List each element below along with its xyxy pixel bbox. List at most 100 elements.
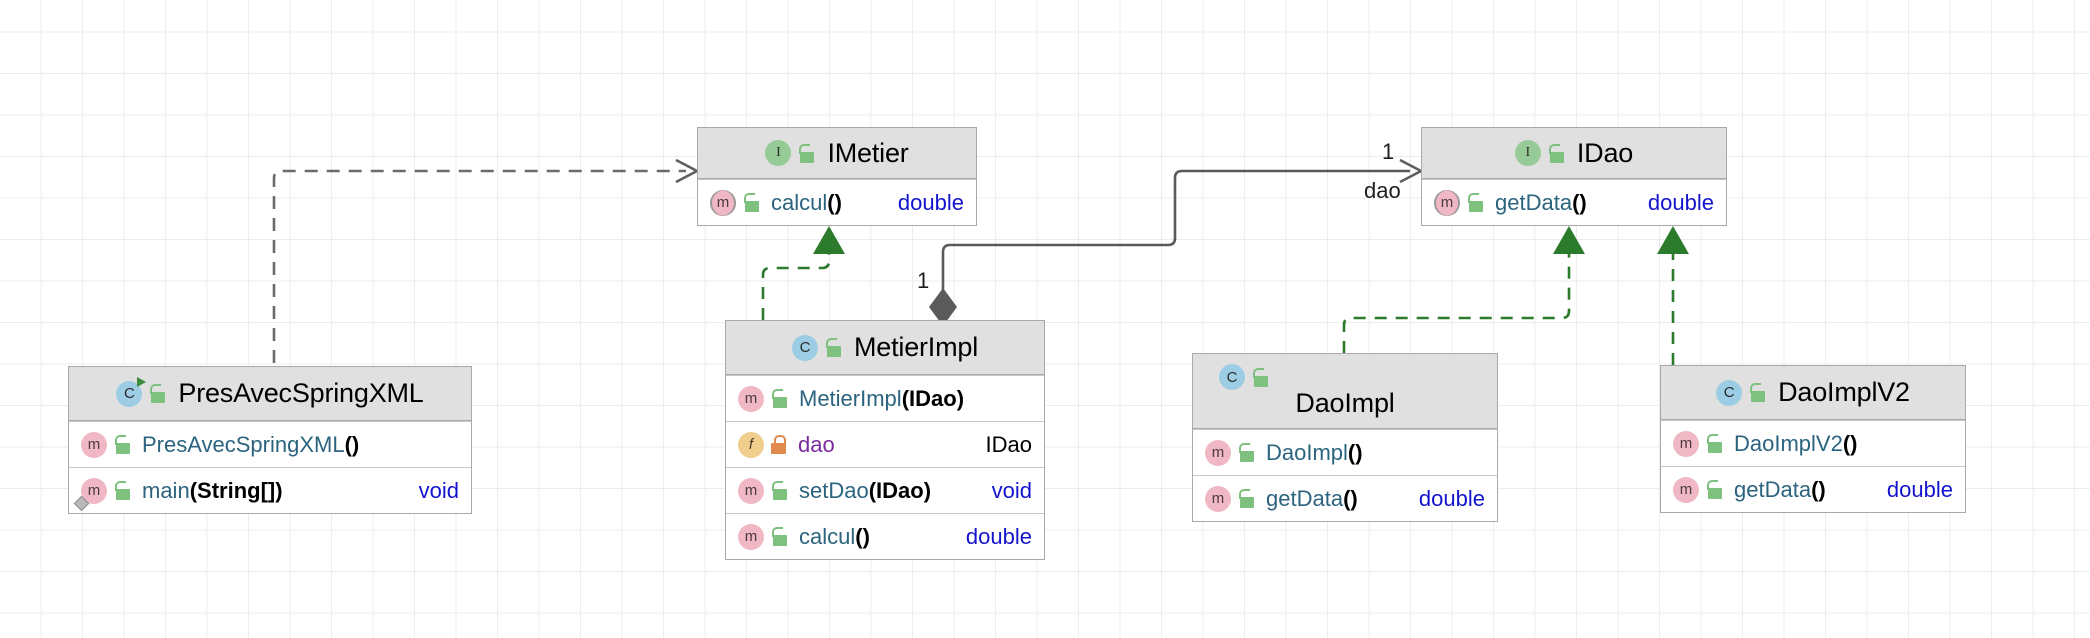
class-box-daoimpl[interactable]: C DaoImpl m DaoImpl() m getData() double — [1192, 353, 1498, 522]
member-return-type: double — [897, 189, 964, 215]
header-icons: C — [1716, 379, 1766, 406]
lock-open-icon — [1238, 443, 1255, 462]
member-name: setDao(IDao) — [799, 477, 932, 503]
lock-open-icon — [149, 384, 166, 403]
edge-realization-daoimplv2-idao — [1657, 226, 1689, 365]
lock-open-icon — [771, 389, 788, 408]
member-row[interactable]: m PresAvecSpringXML() — [69, 421, 471, 467]
class-title: DaoImplV2 — [1778, 377, 1910, 407]
lock-open-icon — [1706, 434, 1723, 453]
method-icon: m — [1673, 430, 1699, 457]
class-icon: C — [1716, 379, 1743, 406]
lock-open-icon — [114, 435, 131, 454]
edge-label-role-dao: dao — [1364, 178, 1401, 203]
method-icon: m — [1434, 189, 1460, 216]
member-icons: m — [1673, 430, 1723, 457]
member-icons: m — [738, 523, 788, 550]
lock-open-icon — [1749, 383, 1766, 402]
class-header-daoimplv2: C DaoImplV2 — [1661, 366, 1965, 420]
method-icon: m — [1673, 476, 1699, 503]
member-row[interactable]: m getData() double — [1661, 466, 1965, 512]
method-icon: m — [738, 385, 764, 412]
member-return-type: double — [1418, 485, 1485, 511]
lock-open-icon — [1252, 367, 1269, 387]
class-title: IMetier — [827, 137, 909, 168]
member-row[interactable]: m getData() double — [1422, 179, 1726, 225]
lock-open-icon — [743, 193, 760, 212]
class-header-metierimpl: C MetierImpl — [726, 321, 1044, 375]
class-box-idao[interactable]: I IDao m getData() double — [1421, 127, 1727, 226]
method-icon: m — [1205, 439, 1231, 466]
interface-icon: I — [1514, 140, 1541, 166]
lock-open-icon — [798, 143, 815, 163]
class-header-imetier: I IMetier — [698, 128, 976, 179]
member-icons: m — [1205, 485, 1255, 512]
member-icons: m — [1673, 476, 1723, 503]
header-icons: C — [791, 334, 842, 361]
member-name: PresAvecSpringXML() — [142, 431, 360, 457]
method-icon: m — [710, 189, 736, 216]
class-box-daoimplv2[interactable]: C DaoImplV2 m DaoImplV2() m getData() do… — [1660, 365, 1966, 513]
member-row[interactable]: m getData() double — [1193, 475, 1497, 521]
member-row[interactable]: m main(String[]) void — [69, 467, 471, 513]
member-name: dao — [798, 431, 835, 457]
member-icons: f — [738, 431, 787, 458]
member-return-type: IDao — [985, 431, 1032, 457]
member-icons: m — [81, 431, 131, 458]
method-icon: m — [81, 477, 107, 504]
member-icons: m — [738, 385, 788, 412]
member-icons: m — [1434, 189, 1484, 216]
member-icons: m — [710, 189, 760, 216]
class-box-metierimpl[interactable]: C MetierImpl m MetierImpl(IDao) f dao ID… — [725, 320, 1045, 560]
header-icons: I — [1514, 140, 1565, 166]
method-icon: m — [738, 523, 764, 550]
member-row[interactable]: m MetierImpl(IDao) — [726, 375, 1044, 421]
class-title: MetierImpl — [853, 332, 979, 362]
lock-open-icon — [114, 481, 131, 500]
header-icons: I — [765, 140, 815, 166]
header-icons: C — [1219, 364, 1269, 390]
member-icons: m — [81, 477, 131, 504]
edge-dependency-pres-imetier — [272, 158, 700, 385]
class-title: IDao — [1576, 137, 1634, 168]
class-icon: C — [116, 376, 147, 407]
member-name: getData() — [1734, 476, 1826, 502]
class-box-presavecspringxml[interactable]: C PresAvecSpringXML m PresAvecSpringXML(… — [68, 366, 472, 514]
member-name: calcul() — [799, 523, 870, 549]
method-icon: m — [81, 431, 107, 458]
member-row[interactable]: m DaoImpl() — [1193, 429, 1497, 475]
class-title: DaoImpl — [1295, 388, 1395, 418]
member-row[interactable]: f dao IDao — [726, 421, 1044, 467]
member-row[interactable]: m DaoImplV2() — [1661, 420, 1965, 466]
lock-open-icon — [825, 338, 842, 357]
member-name: DaoImplV2() — [1734, 430, 1858, 456]
class-header-daoimpl: C DaoImpl — [1193, 354, 1497, 429]
class-title: PresAvecSpringXML — [178, 378, 424, 408]
lock-open-icon — [1706, 480, 1723, 499]
member-name: DaoImpl() — [1266, 439, 1363, 465]
class-icon: C — [791, 334, 818, 361]
member-name: calcul() — [771, 189, 842, 215]
class-header-presavecspringxml: C PresAvecSpringXML — [69, 367, 471, 421]
edge-composition-metierimpl-idao — [929, 158, 1424, 326]
member-row[interactable]: m calcul() double — [698, 179, 976, 225]
member-return-type: double — [965, 523, 1032, 549]
edge-label-target-multiplicity: 1 — [1382, 139, 1395, 164]
member-icons: m — [738, 477, 788, 504]
method-icon: m — [1205, 485, 1231, 512]
edge-label-source-multiplicity: 1 — [917, 268, 930, 293]
class-box-imetier[interactable]: I IMetier m calcul() double — [697, 127, 977, 226]
member-return-type: double — [1647, 189, 1714, 215]
lock-open-icon — [1467, 193, 1484, 212]
header-icons: C — [116, 376, 166, 407]
member-name: main(String[]) — [142, 477, 283, 503]
member-row[interactable]: m setDao(IDao) void — [726, 467, 1044, 513]
member-name: MetierImpl(IDao) — [799, 385, 965, 411]
member-name: getData() — [1266, 485, 1358, 511]
edge-realization-metierimpl-imetier — [761, 226, 845, 320]
interface-icon: I — [765, 140, 792, 166]
field-icon: f — [738, 431, 764, 458]
class-icon: C — [1219, 364, 1245, 390]
member-row[interactable]: m calcul() double — [726, 513, 1044, 559]
